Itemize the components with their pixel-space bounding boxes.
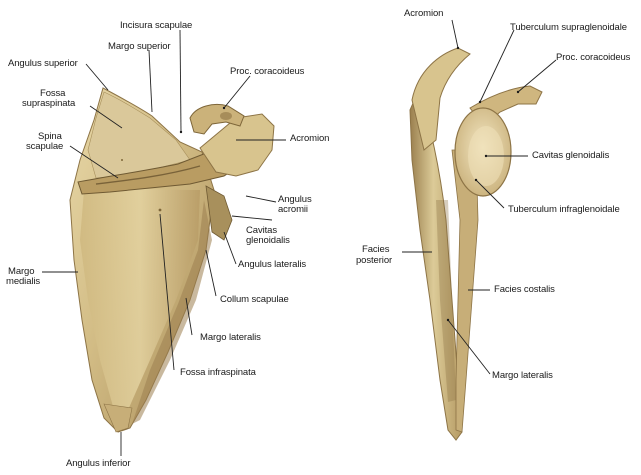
label-acromion-right: Acromion <box>404 8 443 19</box>
label-margo-superior: Margo superior <box>108 41 171 52</box>
label-margo-lateralis-right: Margo lateralis <box>492 370 553 381</box>
label-facies-costalis: Facies costalis <box>494 284 555 295</box>
label-angulus-superior: Angulus superior <box>8 58 78 69</box>
label-cavitas-glenoidalis-right: Cavitas glenoidalis <box>532 150 609 161</box>
label-fossa-supraspinata-line2: supraspinata <box>22 98 75 109</box>
scapula-lateral-view <box>410 48 542 440</box>
label-margo-lateralis-left: Margo lateralis <box>200 332 261 343</box>
label-proc-coracoideus-right: Proc. coracoideus <box>556 52 630 63</box>
label-tuberculum-infraglenoidale: Tuberculum infraglenoidale <box>508 204 620 215</box>
label-tuberculum-supraglenoidale: Tuberculum supraglenoidale <box>510 22 627 33</box>
label-angulus-lateralis: Angulus lateralis <box>238 259 306 270</box>
label-proc-coracoideus-left: Proc. coracoideus <box>230 66 304 77</box>
label-facies-posterior-line1: Facies <box>362 244 389 255</box>
label-angulus-inferior: Angulus inferior <box>66 458 130 469</box>
label-fossa-infraspinata: Fossa infraspinata <box>180 367 256 378</box>
label-facies-posterior-line2: posterior <box>356 255 392 266</box>
label-cavitas-glenoidalis-line2: glenoidalis <box>246 235 290 246</box>
label-acromion-left: Acromion <box>290 133 329 144</box>
label-angulus-acromii-line2: acromii <box>278 204 308 215</box>
label-incisura-scapulae: Incisura scapulae <box>120 20 192 31</box>
label-margo-medialis-line2: medialis <box>6 276 40 287</box>
label-collum-scapulae: Collum scapulae <box>220 294 289 305</box>
label-spina-scapulae-line2: scapulae <box>26 141 63 152</box>
